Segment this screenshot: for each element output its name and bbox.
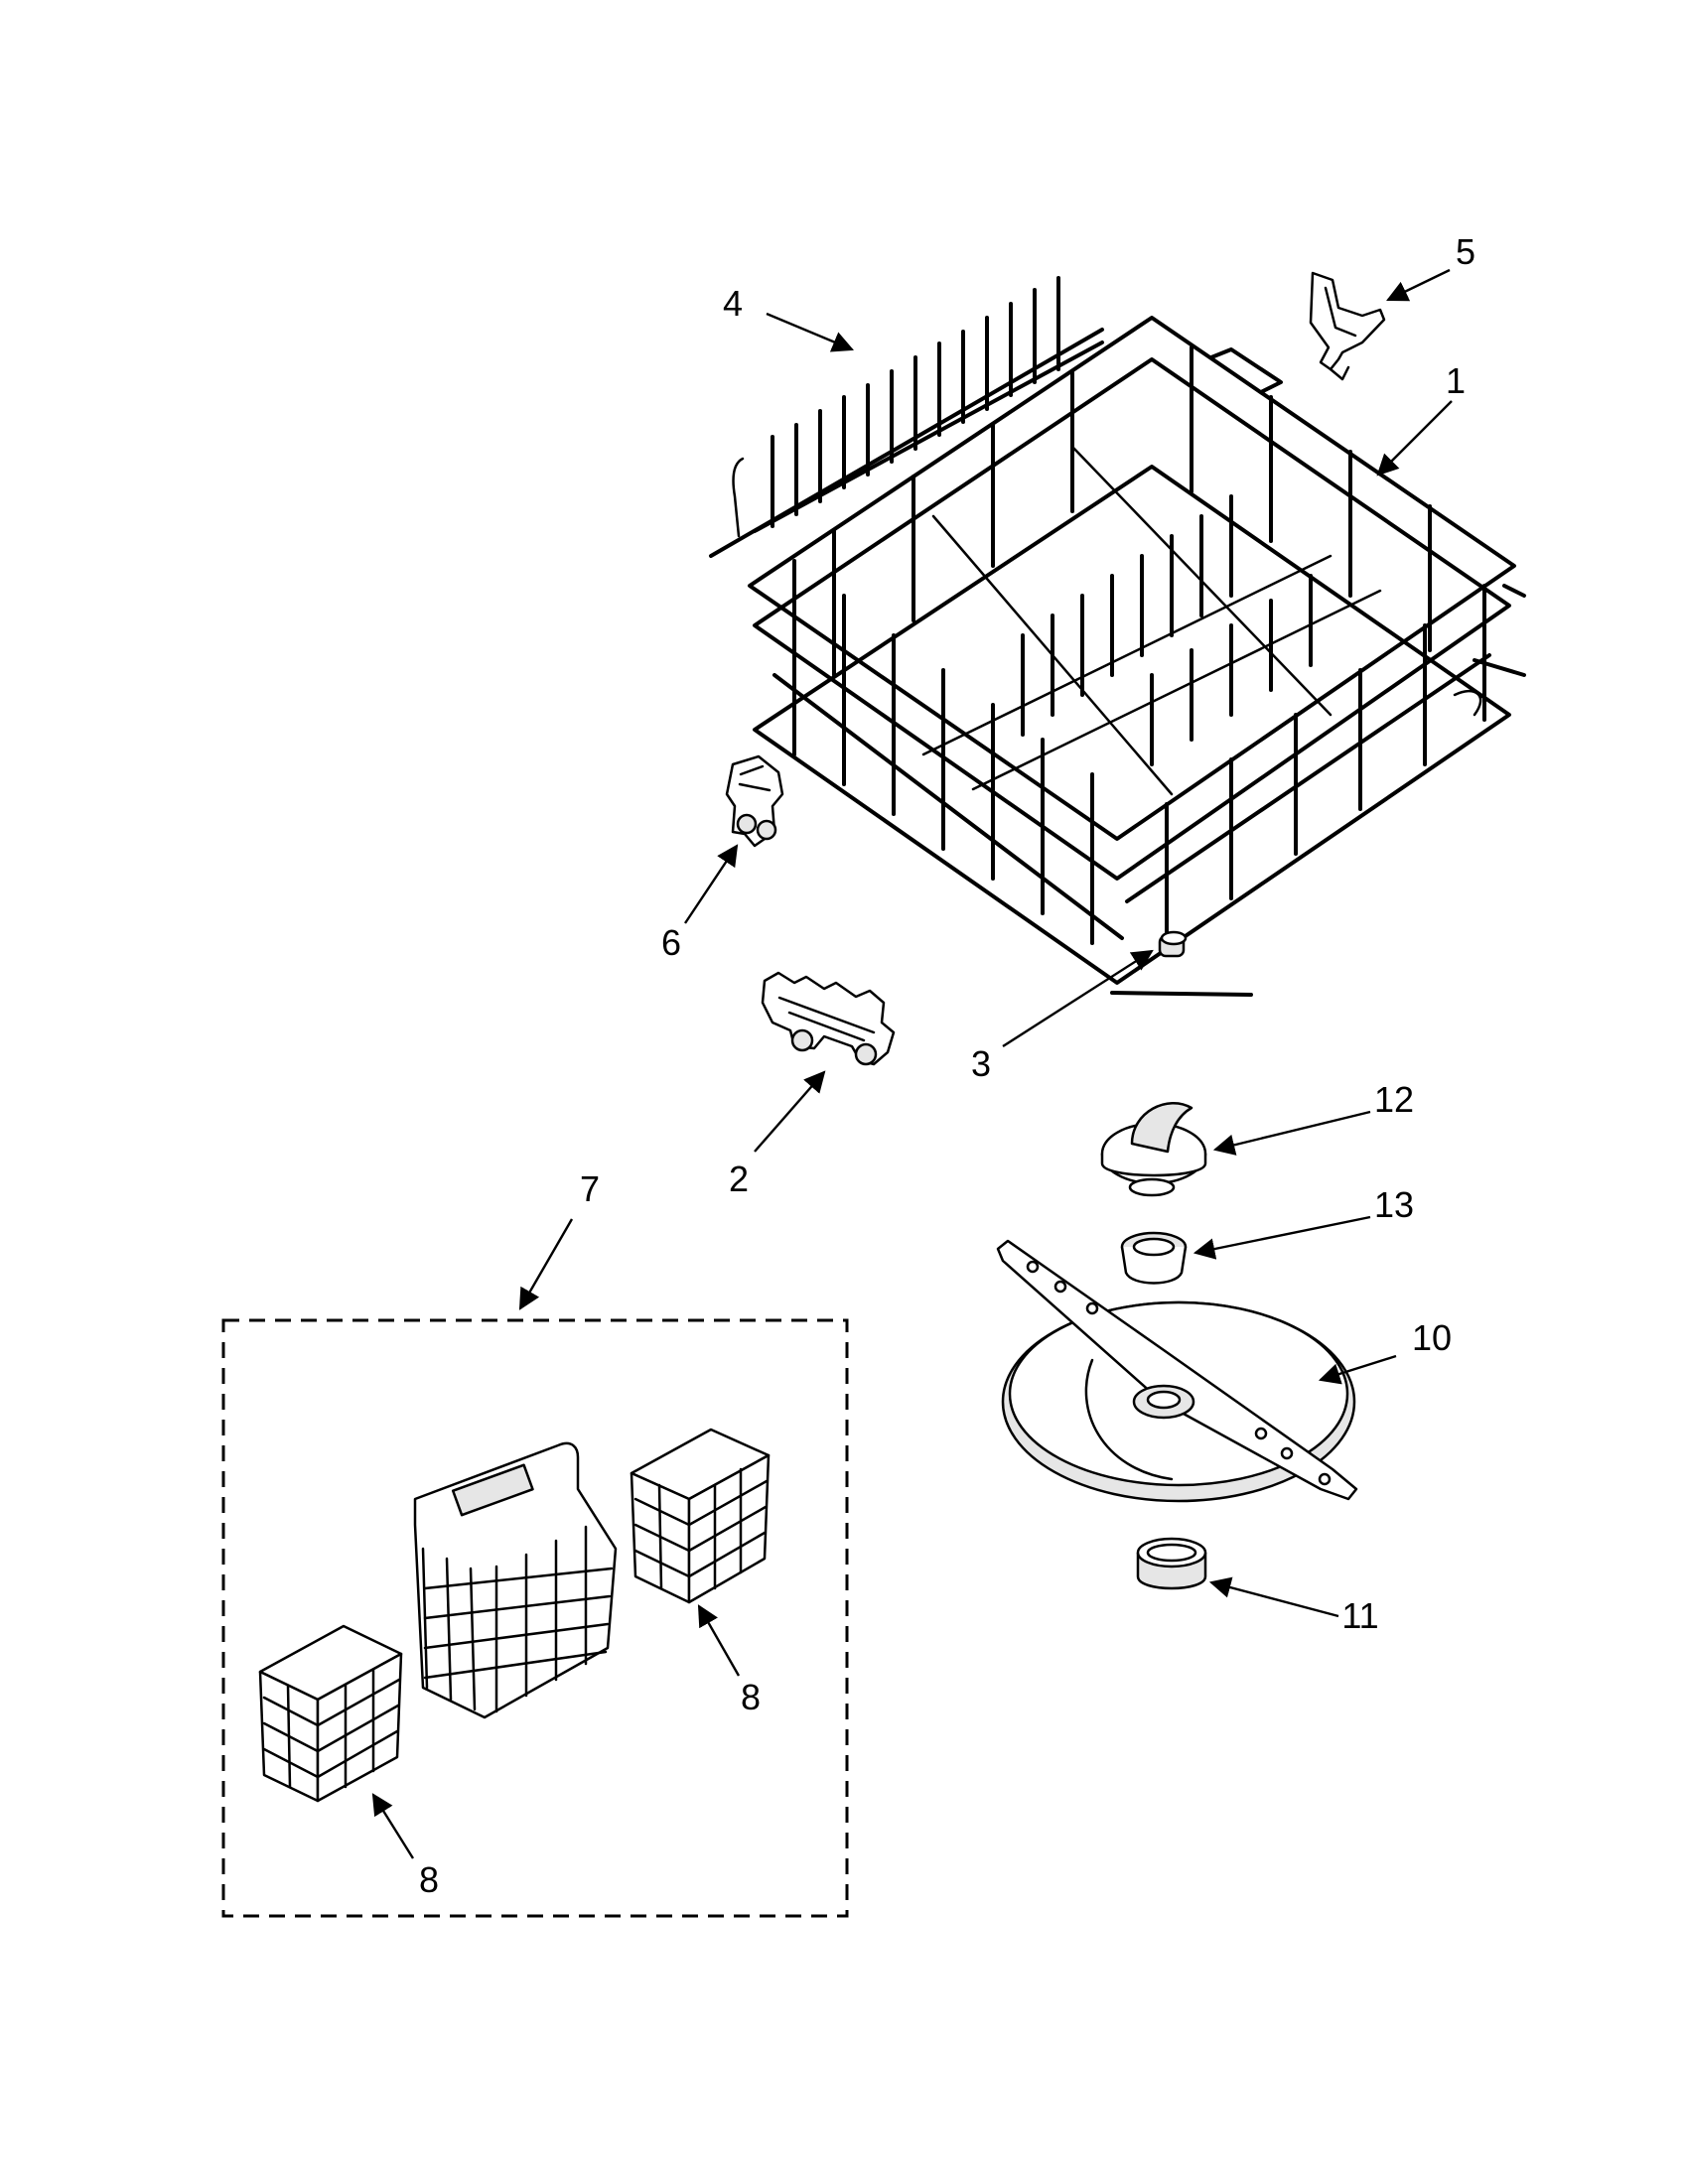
part-11-seal-ring (1136, 1537, 1207, 1590)
callout-2: 2 (729, 1159, 749, 1199)
part-13-bearing-ring (1120, 1231, 1188, 1285)
part-10-spray-arm (996, 1239, 1358, 1503)
callout-1: 1 (1446, 360, 1466, 401)
leader-13 (1193, 1215, 1371, 1260)
small-basket-right (630, 1428, 771, 1604)
callout-12: 12 (1374, 1079, 1414, 1120)
kit-boundary (221, 1318, 849, 1918)
part-3-bumper (1158, 930, 1188, 958)
callout-13: 13 (1374, 1184, 1414, 1225)
callout-11: 11 (1341, 1595, 1378, 1636)
leader-lines (371, 268, 1453, 1859)
leader-3 (1002, 949, 1154, 1048)
callout-6: 6 (661, 922, 681, 963)
center-basket (413, 1441, 618, 1719)
callout-3: 3 (971, 1043, 991, 1084)
part-4-tine-row (709, 276, 1104, 558)
leader-7 (518, 1218, 574, 1310)
callout-8-right: 8 (741, 1677, 761, 1717)
leader-8-left (371, 1793, 415, 1859)
callout-7: 7 (580, 1168, 600, 1209)
leader-1 (1376, 400, 1453, 477)
callout-4: 4 (723, 283, 743, 324)
leader-4 (766, 312, 854, 352)
callout-8-left: 8 (419, 1859, 439, 1900)
leader-11 (1208, 1576, 1339, 1618)
small-basket-left (258, 1624, 403, 1803)
part-5-rack-clip (1309, 271, 1386, 381)
leader-5 (1386, 268, 1451, 302)
leader-2 (754, 1070, 826, 1153)
leader-12 (1212, 1110, 1371, 1156)
leader-8-right (697, 1604, 741, 1677)
leader-10 (1318, 1354, 1397, 1385)
leader-6 (684, 844, 739, 924)
part-1-lower-rack (748, 316, 1526, 997)
callout-5: 5 (1456, 231, 1475, 272)
callout-labels: 4 5 1 6 3 2 12 13 10 11 7 8 8 (419, 231, 1475, 1900)
part-6-roller-assembly (725, 754, 784, 848)
part-12-hub-cap (1100, 1102, 1207, 1197)
callout-10: 10 (1412, 1317, 1452, 1358)
part-7-basket-kit (221, 1318, 849, 1918)
part-2-roller-carrier (761, 971, 896, 1066)
